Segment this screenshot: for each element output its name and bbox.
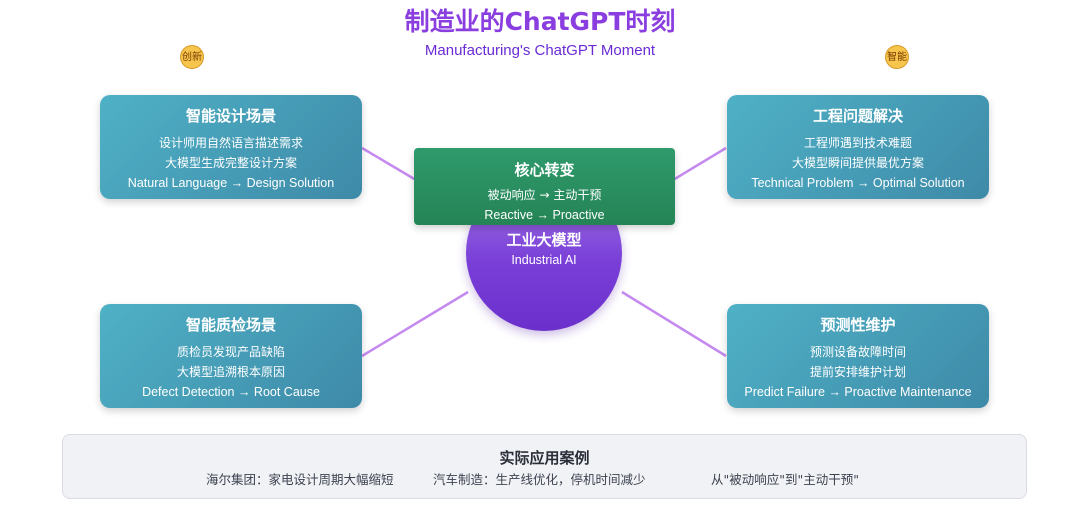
card-title: 智能质检场景 — [185, 316, 276, 334]
design-scenario-card: 智能设计场景 设计师用自然语言描述需求 大模型生成完整设计方案 Natural … — [100, 95, 362, 199]
connector-bottom-left — [361, 290, 469, 358]
card-line: 工程师遇到技术难题 — [803, 136, 912, 150]
card-line-english: Technical Problem → Optimal Solution — [751, 176, 965, 190]
intelligence-badge-icon: 智能 — [885, 45, 909, 69]
core-title: 核心转变 — [514, 161, 575, 179]
predictive-maintenance-card: 预测性维护 预测设备故障时间 提前安排维护计划 Predict Failure … — [727, 304, 989, 408]
card-line: 提前安排维护计划 — [809, 365, 906, 379]
quality-inspection-card: 智能质检场景 质检员发现产品缺陷 大模型追溯根本原因 Defect Detect… — [100, 304, 362, 408]
card-line-english: Defect Detection → Root Cause — [142, 385, 320, 399]
card-line: 预测设备故障时间 — [809, 345, 906, 359]
core-line-english: Reactive → Proactive — [484, 208, 605, 222]
card-line: 设计师用自然语言描述需求 — [158, 136, 303, 150]
card-line: 大模型生成完整设计方案 — [164, 156, 297, 170]
card-line: 大模型瞬间提供最优方案 — [791, 156, 924, 170]
case-item-automotive: 汽车制造：生产线优化，停机时间减少 — [433, 472, 646, 487]
card-line: 大模型追溯根本原因 — [176, 365, 285, 379]
application-cases-panel: 实际应用案例 海尔集团：家电设计周期大幅缩短 汽车制造：生产线优化，停机时间减少… — [62, 434, 1027, 499]
innovation-badge-icon: 创新 — [180, 45, 204, 69]
case-item-shift: 从"被动响应"到"主动干预" — [711, 472, 859, 487]
case-item-haier: 海尔集团：家电设计周期大幅缩短 — [206, 472, 394, 487]
page-title: 制造业的ChatGPT时刻 — [404, 7, 676, 36]
card-line-english: Natural Language → Design Solution — [127, 176, 335, 190]
center-title: 工业大模型 — [506, 231, 582, 249]
connector-bottom-right — [621, 290, 727, 358]
card-line-english: Predict Failure → Proactive Maintenance — [744, 385, 972, 399]
cases-title: 实际应用案例 — [499, 449, 590, 467]
card-line: 质检员发现产品缺陷 — [176, 345, 285, 359]
engineering-problem-card: 工程问题解决 工程师遇到技术难题 大模型瞬间提供最优方案 Technical P… — [727, 95, 989, 199]
page-subtitle: Manufacturing's ChatGPT Moment — [424, 42, 656, 59]
card-title: 智能设计场景 — [185, 107, 276, 125]
core-line: 被动响应 → 主动干预 — [487, 188, 602, 202]
card-title: 工程问题解决 — [812, 107, 903, 125]
card-title: 预测性维护 — [820, 316, 896, 334]
center-subtitle: Industrial AI — [511, 253, 577, 267]
core-shift-box: 核心转变 被动响应 → 主动干预 Reactive → Proactive — [414, 148, 675, 225]
